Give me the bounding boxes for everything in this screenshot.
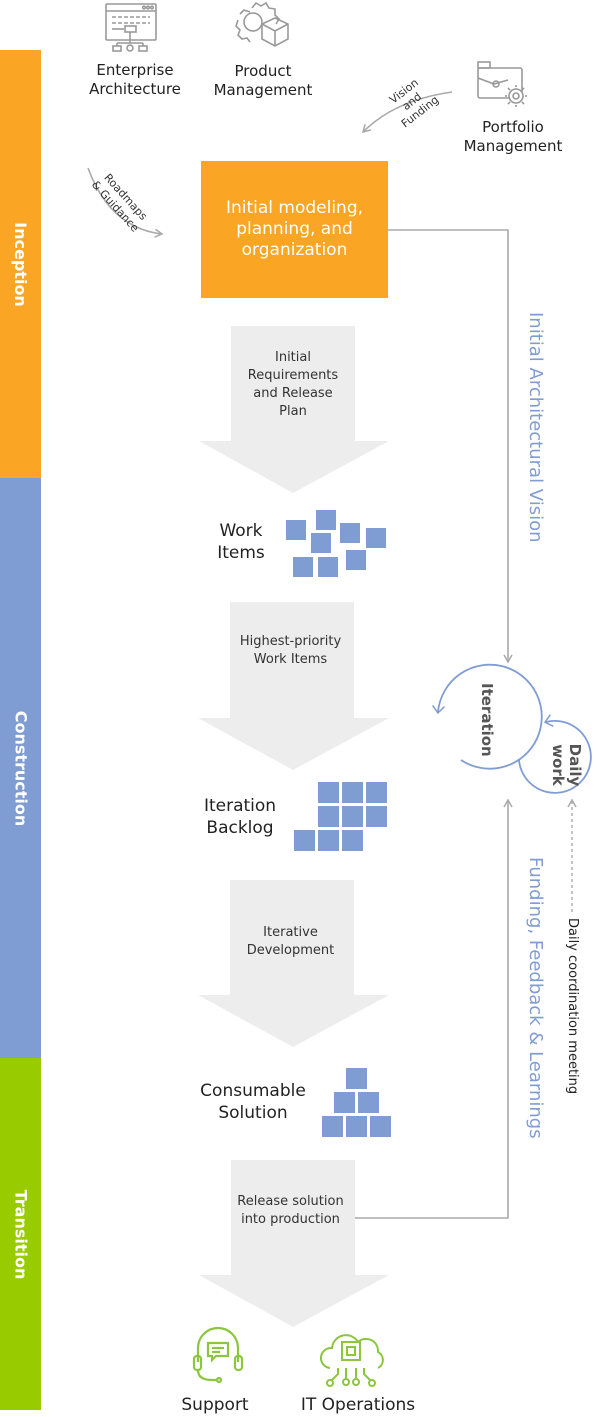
it-operations-cloud-icon [320,1334,384,1387]
solution-square [358,1092,379,1113]
initial-modeling-text: Initial modeling, planning, and organiza… [225,198,364,260]
solution-square [346,1116,367,1137]
daily-coordination-label: Daily coordination meeting [565,918,580,1095]
backlog-square [366,806,387,827]
phase-inception: Inception [0,50,41,478]
solution-square [346,1068,367,1089]
backlog-square [366,782,387,803]
arrow-1-text: Initial Requirements and Release Plan [247,350,339,419]
portfolio-management-icon [477,61,527,107]
big-arrow-3 [198,880,389,1047]
big-arrow-1 [199,326,389,493]
backlog-square [342,806,363,827]
feedback-connector [355,798,513,1219]
product-management-icon [235,1,289,47]
big-arrow-2 [198,602,389,770]
solution-square [322,1116,343,1137]
enterprise-architecture-label: Enterprise Architecture [89,61,181,98]
backlog-square [318,806,339,827]
work-items-icon [286,510,386,577]
architectural-vision-connector [388,229,513,664]
work-item-square [286,520,306,540]
work-item-square [340,523,360,543]
initial-modeling-box: Initial modeling, planning, and organiza… [201,161,388,298]
backlog-square [342,830,363,851]
roadmaps-guidance-arrow [87,167,164,238]
iteration-backlog-label: Iteration Backlog [203,796,277,838]
phase-construction: Construction [0,478,41,1058]
enterprise-architecture-icon [105,3,157,52]
solution-square [370,1116,391,1137]
portfolio-management-label: Portfolio Management [463,118,563,155]
backlog-square [294,830,315,851]
work-item-square [346,550,366,570]
initial-architectural-vision-label: Initial Architectural Vision [525,312,546,543]
arrow-4-text: Release solution into production [237,1194,344,1227]
arrow-2-text: Highest-priority Work Items [239,634,342,667]
iteration-cycle-icon [431,663,543,770]
vision-funding-arrow [361,91,453,134]
phase-transition: Transition [0,1058,41,1410]
big-arrow-4 [199,1160,389,1327]
work-item-square [293,557,313,577]
it-operations-label: IT Operations [300,1395,416,1415]
iteration-label: Iteration [478,683,496,757]
work-items-label: Work Items [217,521,265,563]
daily-work-label: Daily work [549,743,584,787]
work-item-square [318,557,338,577]
solution-square [334,1092,355,1113]
backlog-square [342,782,363,803]
work-item-square [366,528,386,548]
consumable-solution-icon [322,1068,391,1137]
work-item-square [316,510,336,530]
arrow-3-text: Iterative Development [246,925,335,958]
work-item-square [311,533,331,553]
funding-feedback-label: Funding, Feedback & Learnings [525,857,546,1139]
backlog-square [318,782,339,803]
support-headset-icon [192,1326,244,1384]
product-management-label: Product Management [213,62,313,99]
daily-work-cycle-icon [518,714,592,794]
consumable-solution-label: Consumable Solution [200,1081,306,1123]
backlog-square [318,830,339,851]
iteration-backlog-icon [294,782,387,851]
support-label: Support [181,1395,249,1415]
